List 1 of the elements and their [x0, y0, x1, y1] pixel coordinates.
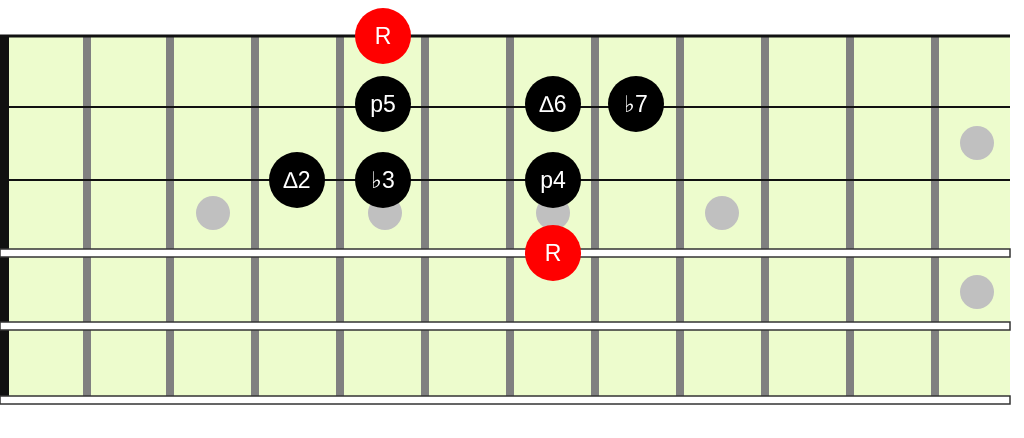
root-marker: R: [355, 8, 411, 64]
